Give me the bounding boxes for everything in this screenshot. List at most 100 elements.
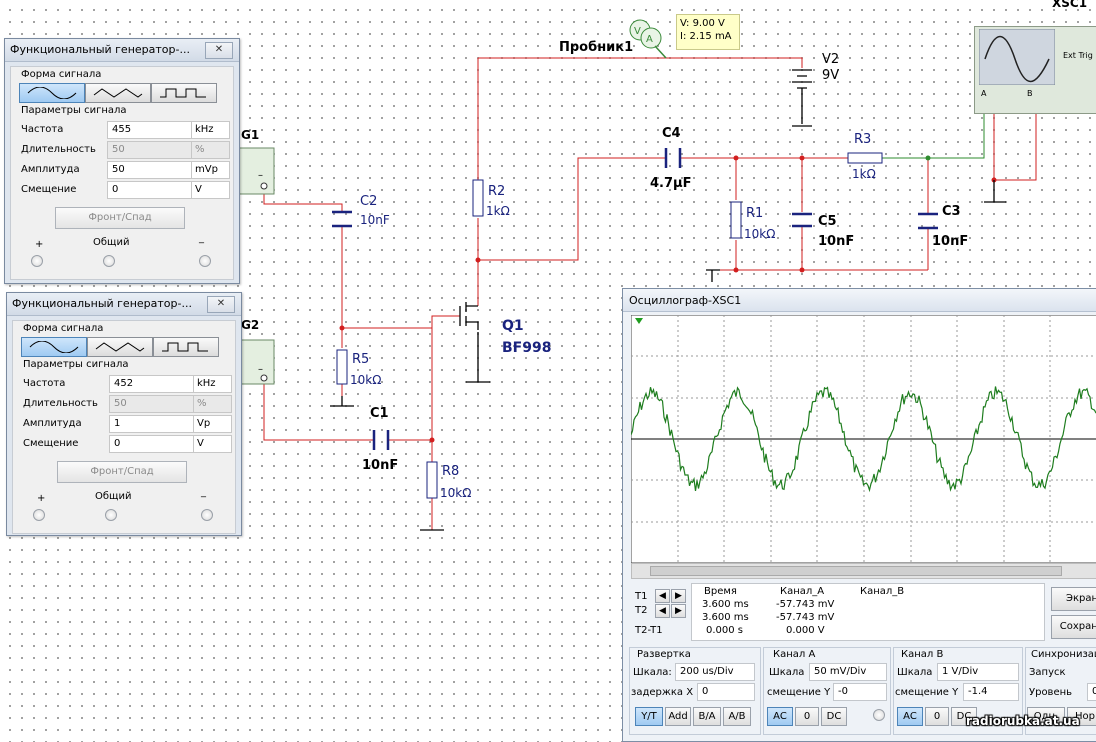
fg2-common-terminal[interactable] [105, 509, 117, 521]
ba-button[interactable]: B/A [693, 707, 721, 726]
channel-b-dc-button[interactable]: DC [951, 707, 977, 726]
fg2-triangle-button[interactable] [87, 337, 153, 357]
wire [882, 110, 985, 159]
square-wave-icon [162, 342, 208, 352]
oscilloscope-window[interactable]: Осциллограф-XSC1 T1 T2 T2-T1 ◀ ▶ ◀ ▶ Вре… [622, 288, 1096, 742]
fg1-amplitude-input[interactable]: 50 [107, 161, 193, 179]
timebase-scale-label: Шкала: [633, 667, 672, 678]
channel-b-scale-input[interactable]: 1 V/Div [937, 663, 1019, 681]
r5-name: R5 [352, 352, 370, 367]
fg1-frequency-unit[interactable]: kHz [191, 121, 230, 139]
t1-right-button[interactable]: ▶ [671, 589, 686, 603]
probe-label: Пробник1 [559, 40, 634, 55]
fg1-offset-input[interactable]: 0 [107, 181, 193, 199]
trigger-single-button[interactable]: Одн. [1027, 707, 1065, 726]
fg1-front-button[interactable]: Фронт/Спад [55, 207, 185, 229]
c2-value: 10nF [360, 213, 390, 227]
yt-button[interactable]: Y/T [635, 707, 663, 726]
fg2-param-row: Частота 452 kHz [23, 375, 232, 393]
fg1-plus-label: + [35, 239, 44, 250]
fg2-offset-unit[interactable]: V [193, 435, 232, 453]
fg1-panel: Форма сигнала Параметры сигнала Частота … [10, 66, 234, 280]
c2-name: C2 [360, 194, 378, 209]
fg2-offset-input[interactable]: 0 [109, 435, 195, 453]
channel-b-offset-label: смещение Y [895, 687, 959, 698]
cursor-readout-table: Время Канал_A Канал_B 3.600 ms -57.743 m… [691, 583, 1045, 641]
g1-label: G1 [241, 128, 260, 142]
trigger-group [1025, 647, 1096, 735]
fg1-common-terminal[interactable] [103, 255, 115, 267]
horizontal-scrollbar[interactable] [631, 563, 1096, 579]
add-button[interactable]: Add [665, 707, 691, 726]
scrollbar-thumb[interactable] [650, 566, 1062, 576]
fg1-plus-terminal[interactable] [31, 255, 43, 267]
function-generator-2-window[interactable]: Функциональный генератор-... ✕ Форма сиг… [6, 292, 242, 536]
oscilloscope-screen[interactable] [631, 315, 1096, 563]
t2-left-button[interactable]: ◀ [655, 604, 670, 618]
generator-g1-symbol: – [237, 147, 275, 195]
wire [993, 110, 1037, 181]
fg2-titlebar[interactable]: Функциональный генератор-... ✕ [7, 293, 241, 316]
fg2-sine-button[interactable] [21, 337, 87, 357]
trigger-title: Синхронизац [1031, 649, 1096, 660]
r8-value: 10kΩ [440, 486, 472, 500]
svg-text:A: A [646, 34, 653, 45]
timebase-title: Развертка [637, 649, 691, 660]
fg2-minus-terminal[interactable] [201, 509, 213, 521]
fg1-duty-input: 50 [107, 141, 193, 159]
fg2-plus-terminal[interactable] [33, 509, 45, 521]
fg2-minus-label: _ [201, 487, 206, 498]
fg1-triangle-button[interactable] [85, 83, 151, 103]
channel-a-offset-input[interactable]: -0 [833, 683, 887, 701]
fg2-frequency-unit[interactable]: kHz [193, 375, 232, 393]
c3-name: C3 [942, 204, 961, 219]
channel-a-radio[interactable] [873, 709, 885, 721]
svg-text:V: V [634, 26, 641, 37]
r3-name: R3 [854, 132, 872, 147]
fg2-front-button[interactable]: Фронт/Спад [57, 461, 187, 483]
fg2-amplitude-input[interactable]: 1 [109, 415, 195, 433]
channel-b-offset-input[interactable]: -1.4 [963, 683, 1019, 701]
fg2-param-row: Смещение 0 V [23, 435, 232, 453]
fg2-square-button[interactable] [153, 337, 219, 357]
fg1-sine-button[interactable] [19, 83, 85, 103]
channel-b-ac-button[interactable]: AC [897, 707, 923, 726]
channel-a-dc-button[interactable]: DC [821, 707, 847, 726]
fg1-square-button[interactable] [151, 83, 217, 103]
xsc1-symbol[interactable]: Ext Trig A B [974, 26, 1096, 114]
probe-tooltip: V: 9.00 V I: 2.15 mA [676, 14, 740, 50]
channel-a-ac-button[interactable]: AC [767, 707, 793, 726]
fg2-frequency-input[interactable]: 452 [109, 375, 195, 393]
timebase-scale-input[interactable]: 200 us/Div [675, 663, 755, 681]
screen-button[interactable]: Экран [1051, 587, 1096, 611]
fg1-frequency-input[interactable]: 455 [107, 121, 193, 139]
t2-right-button[interactable]: ▶ [671, 604, 686, 618]
r1-name: R1 [746, 206, 764, 221]
fg2-close-button[interactable]: ✕ [207, 296, 235, 313]
fg2-params-label: Параметры сигнала [23, 359, 129, 370]
channel-b-zero-button[interactable]: 0 [925, 707, 949, 726]
channel-a-scale-input[interactable]: 50 mV/Div [809, 663, 887, 681]
fg1-amplitude-unit[interactable]: mVp [191, 161, 230, 179]
channel-a-title: Канал A [773, 649, 816, 660]
fg2-amplitude-unit[interactable]: Vp [193, 415, 232, 433]
trigger-normal-button[interactable]: Нор [1067, 707, 1096, 726]
function-generator-1-window[interactable]: Функциональный генератор-... ✕ Форма сиг… [4, 38, 240, 284]
channel-a-offset-label: смещение Y [767, 687, 831, 698]
fg1-minus-terminal[interactable] [199, 255, 211, 267]
wire [263, 384, 432, 441]
fg1-close-button[interactable]: ✕ [205, 42, 233, 59]
delay-x-input[interactable]: 0 [697, 683, 755, 701]
fg1-titlebar[interactable]: Функциональный генератор-... ✕ [5, 39, 239, 62]
channel-a-trace [631, 386, 1096, 493]
fg1-offset-unit[interactable]: V [191, 181, 230, 199]
channel-a-zero-button[interactable]: 0 [795, 707, 819, 726]
save-button[interactable]: Сохрани [1051, 615, 1096, 639]
oscilloscope-titlebar[interactable]: Осциллограф-XSC1 [623, 289, 1096, 312]
t1-left-button[interactable]: ◀ [655, 589, 670, 603]
fg1-param-row: Амплитуда 50 mVp [21, 161, 230, 179]
ab-button[interactable]: A/B [723, 707, 751, 726]
trigger-level-input[interactable]: 0 [1087, 683, 1096, 701]
fg1-param-row: Длительность 50 % [21, 141, 230, 159]
fg2-panel: Форма сигнала Параметры сигнала Частота … [12, 320, 236, 534]
